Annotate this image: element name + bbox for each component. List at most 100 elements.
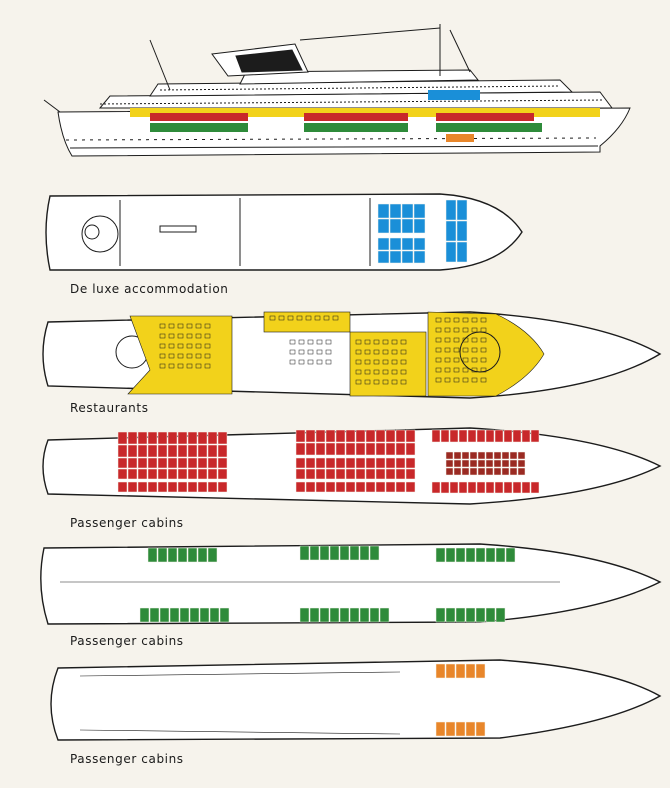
restaurant-table <box>159 353 166 359</box>
passenger-cabin <box>359 545 370 561</box>
passenger-cabin <box>445 459 454 468</box>
deluxe-cabin <box>389 218 402 234</box>
restaurant-table <box>287 315 294 321</box>
restaurant-table <box>453 377 460 383</box>
passenger-cabin <box>147 431 158 445</box>
passenger-cabin <box>501 459 510 468</box>
restaurant-table <box>391 369 398 375</box>
restaurant-table <box>177 353 184 359</box>
passenger-cabin <box>530 429 540 443</box>
passenger-cabin <box>369 545 380 561</box>
passenger-cabin <box>299 607 310 623</box>
passenger-cabin <box>159 607 170 623</box>
restaurant-table <box>316 339 323 345</box>
restaurant-table <box>391 349 398 355</box>
passenger-cabin <box>493 451 502 460</box>
restaurant-table <box>435 357 442 363</box>
restaurant-table <box>296 315 303 321</box>
passenger-cabin <box>187 431 198 445</box>
passenger-cabin <box>305 481 316 493</box>
restaurant-table <box>204 343 211 349</box>
restaurants-label: Restaurants <box>70 401 149 415</box>
restaurant-table <box>298 339 305 345</box>
restaurant-table <box>444 367 451 373</box>
cabin-orange-band <box>446 134 474 142</box>
passenger-cabin <box>187 444 198 458</box>
restaurant-table <box>373 379 380 385</box>
deck-cabins-orange <box>50 659 662 741</box>
passenger-cabin <box>295 442 306 456</box>
restaurant-table <box>159 333 166 339</box>
passenger-cabin <box>305 442 316 456</box>
deck-cabins-green <box>40 543 662 625</box>
passenger-cabin <box>137 431 148 445</box>
passenger-cabin <box>455 547 466 563</box>
restaurant-table <box>462 327 469 333</box>
restaurant-table <box>159 323 166 329</box>
deluxe-cabin <box>389 250 402 264</box>
passenger-cabin <box>359 607 370 623</box>
passenger-cabin <box>477 467 486 476</box>
restaurant-table <box>355 369 362 375</box>
restaurant-table <box>435 347 442 353</box>
restaurant-table <box>382 339 389 345</box>
passenger-cabin <box>207 431 218 445</box>
passenger-cabin <box>385 457 396 469</box>
passenger-cabin <box>365 429 376 443</box>
passenger-cabin <box>517 459 526 468</box>
restaurant-table <box>391 359 398 365</box>
deluxe-cabin <box>401 203 414 219</box>
restaurant-table <box>186 343 193 349</box>
passenger-cabin <box>405 442 416 456</box>
passenger-cabin <box>405 457 416 469</box>
restaurant-table <box>480 347 487 353</box>
deluxe-cabin <box>401 250 414 264</box>
restaurant-table <box>316 349 323 355</box>
restaurant-table <box>480 327 487 333</box>
passenger-cabin <box>147 481 158 493</box>
passenger-cabin <box>207 468 218 480</box>
passenger-cabin <box>493 459 502 468</box>
passenger-cabin <box>207 457 218 469</box>
passenger-cabin <box>117 444 128 458</box>
cabins-b-label: Passenger cabins <box>70 634 184 648</box>
ship-side-elevation <box>43 24 631 157</box>
passenger-cabin <box>315 429 326 443</box>
restaurant-table <box>391 379 398 385</box>
restaurant-table <box>364 339 371 345</box>
passenger-cabin <box>187 547 198 563</box>
cabins-c-label: Passenger cabins <box>70 752 184 766</box>
passenger-cabin <box>445 451 454 460</box>
deluxe-band <box>428 90 480 100</box>
passenger-cabin <box>458 481 468 494</box>
restaurant-table <box>289 349 296 355</box>
passenger-cabin <box>295 468 306 480</box>
passenger-cabin <box>461 459 470 468</box>
restaurant-table <box>325 349 332 355</box>
passenger-cabin <box>431 429 441 443</box>
restaurant-table <box>269 315 276 321</box>
passenger-cabin <box>431 481 441 494</box>
restaurant-table <box>471 327 478 333</box>
restaurant-table <box>453 357 460 363</box>
passenger-cabin <box>405 429 416 443</box>
passenger-cabin <box>207 481 218 493</box>
deluxe-cabin <box>377 237 390 251</box>
restaurant-table <box>204 363 211 369</box>
restaurant-table <box>159 343 166 349</box>
cabins-a-label: Passenger cabins <box>70 516 184 530</box>
passenger-cabin <box>177 547 188 563</box>
deluxe-cabin <box>413 203 426 219</box>
passenger-cabin <box>435 547 446 563</box>
restaurant-table <box>195 343 202 349</box>
passenger-cabin <box>495 607 506 623</box>
passenger-cabin <box>465 721 476 737</box>
restaurant-table <box>382 359 389 365</box>
passenger-cabin <box>319 607 330 623</box>
passenger-cabin <box>167 547 178 563</box>
passenger-cabin <box>375 442 386 456</box>
passenger-cabin <box>127 431 138 445</box>
passenger-cabin <box>485 481 495 494</box>
deluxe-cabin <box>456 241 468 263</box>
restaurant-table <box>471 377 478 383</box>
